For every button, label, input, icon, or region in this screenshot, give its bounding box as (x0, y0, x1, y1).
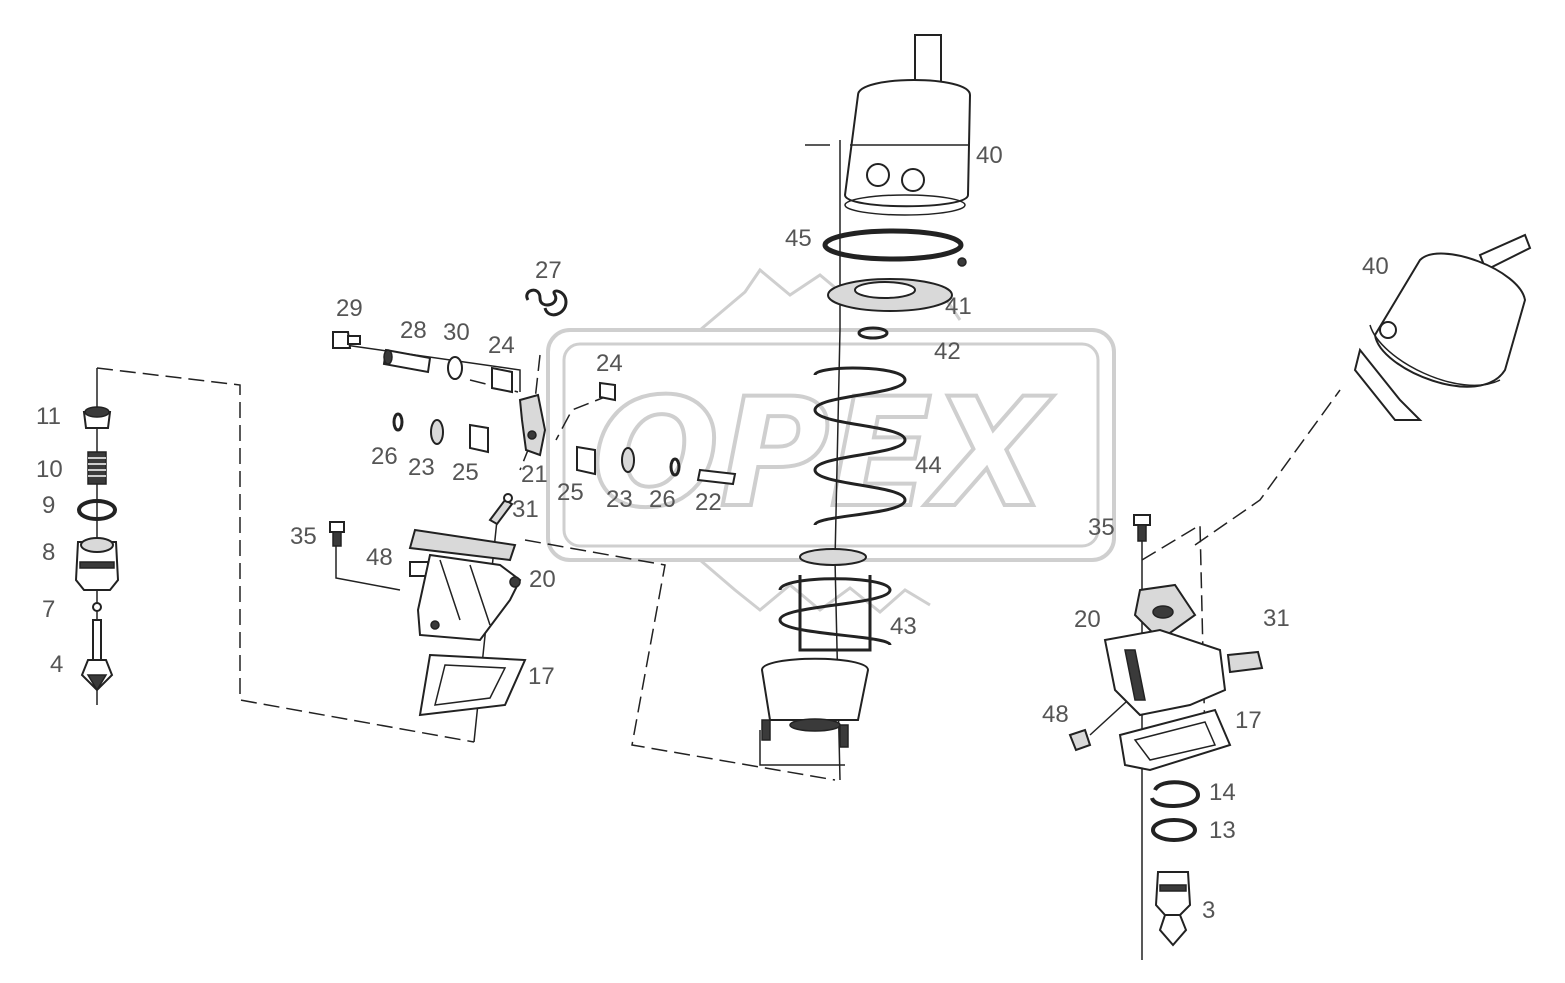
label-part-25-left: 25 (452, 459, 479, 486)
part-17-gasket-right (1118, 708, 1232, 772)
watermark-logo: OPEX (546, 267, 1116, 614)
part-40-cylinder-right (1353, 233, 1532, 421)
part-43-spring-pack (778, 548, 892, 652)
part-20-housing-right (1103, 583, 1227, 717)
part-30-washer (447, 356, 463, 380)
part-31-grease-nipple-left (488, 493, 514, 526)
label-part-23-right: 23 (606, 486, 633, 513)
label-part-22: 22 (695, 489, 722, 516)
label-part-10: 10 (36, 456, 63, 483)
part-25-roller-right (576, 445, 596, 476)
part-17-gasket-left (418, 653, 527, 717)
label-part-30: 30 (443, 319, 470, 346)
part-base-plate (760, 657, 870, 748)
part-8-valve-body (74, 537, 120, 591)
part-20-housing-left (408, 528, 522, 642)
label-part-17-right: 17 (1235, 707, 1262, 734)
label-part-20-left: 20 (529, 566, 556, 593)
part-28-pin (382, 348, 432, 374)
part-26-ring-right (669, 457, 681, 477)
label-part-26-right: 26 (649, 486, 676, 513)
part-21-lever (518, 393, 547, 457)
part-35-bolt-right (1133, 514, 1151, 542)
label-part-25-right: 25 (557, 479, 584, 506)
part-22-pin (696, 468, 737, 486)
part-11-plug (82, 406, 112, 429)
label-part-24-upper: 24 (488, 332, 515, 359)
label-part-29: 29 (336, 295, 363, 322)
part-23-washer-right (621, 447, 635, 473)
part-7-ball (92, 602, 102, 612)
label-part-45: 45 (785, 225, 812, 252)
part-44-spring (813, 366, 907, 527)
label-part-41: 41 (945, 293, 972, 320)
part-4-valve-stem (80, 619, 114, 692)
part-42-washer (857, 326, 889, 340)
part-41-spring-seat (827, 278, 953, 312)
label-part-13: 13 (1209, 817, 1236, 844)
label-part-43: 43 (890, 613, 917, 640)
part-24-bushing-upper (491, 366, 513, 394)
label-part-4: 4 (50, 651, 63, 678)
label-part-27: 27 (535, 257, 562, 284)
part-48-nut-right (1068, 728, 1092, 752)
label-part-9: 9 (42, 492, 55, 519)
label-part-48-right: 48 (1042, 701, 1069, 728)
label-part-21: 21 (521, 461, 548, 488)
label-part-20-right: 20 (1074, 606, 1101, 633)
part-13-o-ring (1151, 818, 1197, 842)
label-part-40-right: 40 (1362, 253, 1389, 280)
part-3-valve-cartridge (1154, 871, 1192, 947)
label-part-23-left: 23 (408, 454, 435, 481)
label-part-31-right: 31 (1263, 605, 1290, 632)
callout-labels: 3 4 7 8 9 10 11 13 14 17 17 20 20 21 22 … (36, 142, 1389, 924)
label-part-44: 44 (915, 452, 942, 479)
label-part-35-right: 35 (1088, 514, 1115, 541)
label-part-11: 11 (36, 403, 61, 430)
part-35-bolt-left (329, 521, 345, 547)
part-10-spring (87, 451, 107, 485)
part-45-seal-ring (822, 228, 967, 267)
part-27-spring-clip (525, 288, 568, 317)
label-part-42: 42 (934, 338, 961, 365)
part-14-snap-ring (1150, 780, 1201, 808)
label-part-48-left: 48 (366, 544, 393, 571)
label-part-8: 8 (42, 539, 55, 566)
watermark-text: OPEX (592, 367, 1054, 541)
label-part-24-lower: 24 (596, 350, 623, 377)
assembly-lines (96, 140, 1341, 960)
part-9-o-ring (77, 499, 117, 521)
part-40-cylinder-center (843, 34, 972, 216)
label-part-40-center: 40 (976, 142, 1003, 169)
label-part-35-left: 35 (290, 523, 317, 550)
label-part-26-left: 26 (371, 443, 398, 470)
part-31-grease-nipple-right (1226, 650, 1264, 674)
part-25-roller-left (469, 423, 489, 454)
label-part-17-left: 17 (528, 663, 555, 690)
part-26-ring-left (392, 412, 404, 432)
label-part-28: 28 (400, 317, 427, 344)
part-29-bolt (332, 331, 361, 349)
part-24-bushing-lower (599, 381, 616, 402)
part-23-washer-left (430, 419, 444, 445)
label-part-31-left: 31 (512, 496, 539, 523)
label-part-14: 14 (1209, 779, 1236, 806)
label-part-7: 7 (42, 596, 55, 623)
label-part-3: 3 (1202, 897, 1215, 924)
